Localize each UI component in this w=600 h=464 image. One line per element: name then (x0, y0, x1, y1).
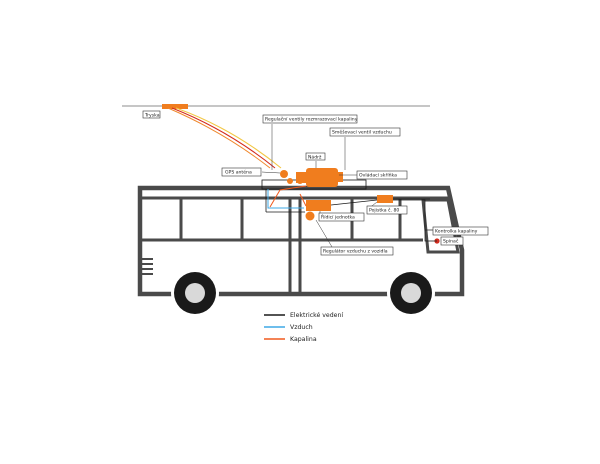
label-kontrolka: Kontrolka kapaliny (432, 226, 489, 236)
svg-text:Kontrolka kapaliny: Kontrolka kapaliny (435, 229, 478, 235)
leader-lines (261, 124, 378, 248)
svg-text:Vzduch: Vzduch (290, 324, 313, 331)
trolley-hose-orange (167, 107, 271, 169)
label-ovladaci-skrinka: Ovládací skříňka (356, 170, 408, 180)
bus-body (137, 185, 465, 297)
svg-text:Řídicí jednotka: Řídicí jednotka (321, 213, 355, 221)
label-ridici-jednotka: Řídicí jednotka (318, 213, 365, 222)
nozzle (162, 104, 188, 109)
svg-text:Tryska: Tryska (144, 112, 160, 118)
air-line (267, 189, 304, 209)
svg-text:Nádrž: Nádrž (308, 153, 322, 160)
label-regulacni-ventily: Regulační ventily rozmrazovací kapaliny (262, 114, 358, 124)
label-tryska: Tryska (142, 110, 161, 118)
svg-text:Směšovací ventil vzduchu: Směšovací ventil vzduchu (332, 129, 392, 136)
valve (287, 178, 293, 184)
legend-item-fluid: Kapalina (264, 336, 317, 343)
svg-text:Regulátor vzduchu z vozidla: Regulátor vzduchu z vozidla (323, 248, 388, 255)
legend-item-air: Vzduch (264, 324, 313, 331)
fuse-box (377, 195, 393, 203)
label-smesovaci-ventil: Směšovací ventil vzduchu (329, 127, 401, 137)
label-regulator-vzduchu: Regulátor vzduchu z vozidla (320, 246, 394, 256)
tank (306, 168, 338, 187)
fluid-lines (269, 185, 307, 208)
svg-text:Spínač: Spínač (443, 238, 459, 245)
tank-cap (338, 172, 343, 182)
svg-text:Kapalina: Kapalina (290, 336, 317, 343)
windshield (421, 198, 460, 254)
vent-grille (141, 258, 153, 275)
trolley-pole-red (171, 107, 276, 169)
label-gps: GPS anténa (221, 167, 262, 177)
svg-text:GPS anténa: GPS anténa (225, 169, 252, 176)
legend: Elektrické vedení Vzduch Kapalina (264, 311, 343, 343)
svg-text:Regulační ventily rozmrazovací: Regulační ventily rozmrazovací kapaliny (265, 116, 358, 123)
bus-outline (137, 185, 465, 297)
svg-text:Pojistka č. 80: Pojistka č. 80 (369, 207, 399, 214)
svg-text:Ovládací skříňka: Ovládací skříňka (359, 172, 397, 179)
gps-antenna (280, 170, 288, 178)
mixing-valve (296, 172, 306, 183)
electrical-wiring (330, 198, 437, 242)
front-wheel (171, 269, 219, 317)
control-unit (306, 200, 331, 211)
valve (297, 178, 303, 184)
label-spinac: Spínač (440, 236, 464, 246)
label-nadrz: Nádrž (305, 152, 326, 160)
trolley-hose-yellow (175, 107, 282, 169)
rear-wheel (387, 269, 435, 317)
legend-item-electrical: Elektrické vedení (264, 311, 343, 319)
label-pojistka: Pojistka č. 80 (366, 205, 408, 215)
svg-text:Elektrické vedení: Elektrické vedení (290, 311, 343, 319)
air-regulator (305, 211, 315, 221)
